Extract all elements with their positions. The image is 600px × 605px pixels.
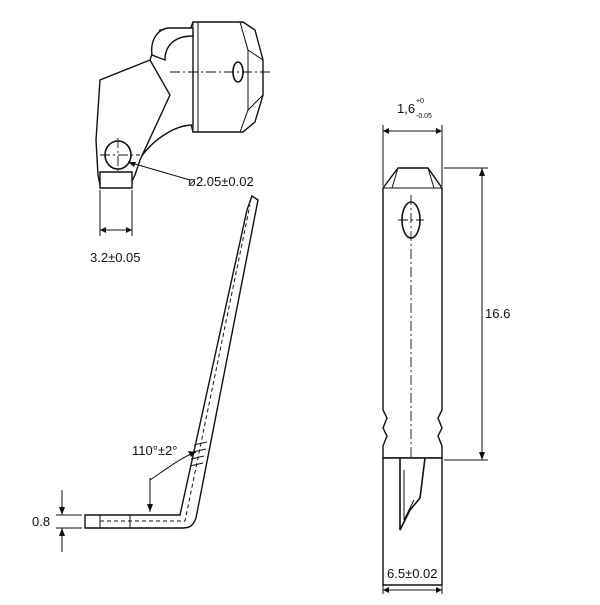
thickness-main-label: 1,6 [397, 101, 415, 116]
iso-detail-view: ø2.05±0.02 3.2±0.05 [90, 21, 272, 265]
angle-arrow-1 [147, 504, 153, 512]
bend-angle-label: 110°±2° [132, 443, 178, 458]
thickness-lower-tol: -0.05 [416, 113, 432, 120]
bend-hatching [189, 441, 208, 467]
bent-strip [84, 194, 259, 529]
len-arrow-bottom [479, 452, 485, 460]
top-dim-arrow-r [436, 128, 442, 134]
angle-arrow-2 [188, 451, 196, 457]
strip-hidden-line [100, 204, 251, 522]
crimp-slot-inner [403, 470, 415, 521]
blade-width-label: 6.5±0.02 [387, 566, 438, 581]
len-arrow-top [479, 168, 485, 176]
barrel-hex-edges [239, 21, 264, 133]
front-view: 1,6 +0 -0.05 16.6 6.5±0.02 [382, 98, 510, 594]
thickness-label: 0.8 [32, 514, 50, 529]
hole-leader-line [127, 161, 191, 181]
blade-body [382, 167, 443, 459]
length-label: 16.6 [485, 306, 510, 321]
upper-curl [151, 27, 194, 62]
hole-diameter-label: ø2.05±0.02 [188, 174, 254, 189]
thk-arrow-top [59, 507, 65, 515]
top-dim-arrow-l [383, 128, 389, 134]
tab-dim-arrow-r [126, 227, 132, 233]
side-view: 110°±2° 0.8 [32, 194, 259, 552]
lower-tab [99, 171, 133, 189]
hole-leader-arrow [128, 162, 136, 167]
tab-dim-arrow-l [100, 227, 106, 233]
bot-dim-arrow-l [383, 587, 389, 593]
blade-tip-bevel [391, 167, 435, 189]
crimp-slot [399, 457, 426, 531]
tab-width-label: 3.2±0.05 [90, 250, 141, 265]
barrel-body [189, 21, 264, 133]
thickness-upper-tol: +0 [416, 98, 424, 105]
bot-dim-arrow-r [436, 587, 442, 593]
thk-arrow-bottom [59, 528, 65, 536]
